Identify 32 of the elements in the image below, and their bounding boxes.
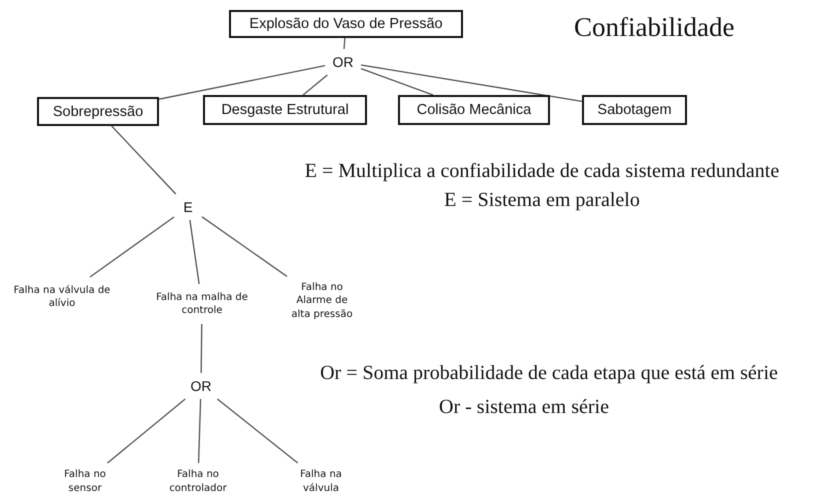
event-box: Sabotagem — [582, 95, 687, 125]
connector-line — [202, 216, 288, 277]
event-box: Sobrepressão — [37, 97, 159, 126]
connector-line — [360, 68, 434, 96]
connector-line — [198, 398, 202, 464]
event-box: Explosão do Vaso de Pressão — [229, 10, 463, 38]
connector-line — [90, 216, 174, 278]
note-text: E = Multiplica a confiabilidade de cada sistema redundante — [304, 160, 780, 183]
event-label: Falha no controlador — [160, 466, 236, 497]
connector-line — [302, 74, 328, 96]
event-label: Falha na válvula de alívio — [8, 280, 116, 314]
gate-label: OR — [182, 376, 220, 396]
event-box: Colisão Mecânica — [398, 95, 550, 125]
event-label: Falha na válvula — [285, 466, 357, 497]
event-box: Desgaste Estrutural — [203, 95, 367, 125]
event-label: Falha na malha de controle — [143, 287, 261, 321]
note-text: E = Sistema em paralelo — [444, 189, 640, 212]
connector-line — [343, 38, 346, 50]
connector-line — [189, 220, 200, 284]
event-label: Falha no Alarme de alta pressão — [290, 265, 354, 337]
event-label: Falha no sensor — [52, 466, 118, 497]
connector-line — [200, 324, 202, 373]
connector-line — [158, 65, 326, 100]
gate-label: OR — [328, 52, 358, 72]
note-text: Or = Soma probabilidade de cada etapa que está em série — [320, 362, 778, 385]
gate-label: E — [177, 197, 199, 217]
connector-line — [107, 398, 186, 464]
connector-line — [360, 64, 582, 102]
title: Confiabilidade — [574, 12, 734, 43]
connector-line — [111, 126, 176, 194]
note-text: Or - sistema em série — [439, 396, 609, 419]
connector-line — [216, 398, 298, 464]
